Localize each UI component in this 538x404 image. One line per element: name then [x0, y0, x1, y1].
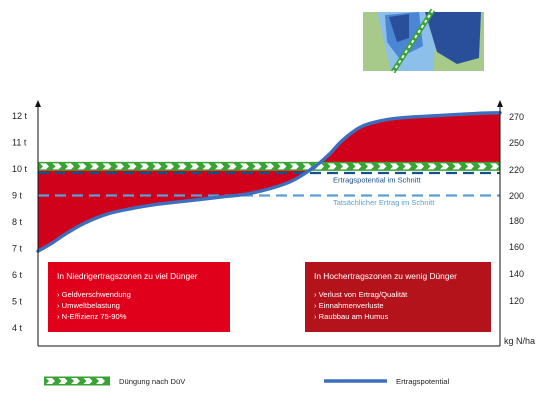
left-axis-arrow	[35, 100, 41, 107]
legend-chevron	[71, 378, 80, 384]
chevron	[190, 163, 199, 170]
chevron	[227, 163, 237, 170]
fertilization-chevrons	[40, 163, 499, 170]
chevron	[52, 163, 62, 170]
right-tick-220: 220	[509, 165, 524, 175]
info-box-item: › Raubbau am Humus	[314, 312, 388, 321]
info-box-item: › N-Effizienz 75-90%	[57, 312, 127, 321]
chevron	[390, 163, 399, 170]
chevron	[340, 163, 349, 170]
chevron	[202, 163, 212, 170]
info-box-item: › Verlust von Ertrag/Qualität	[314, 290, 408, 299]
left-tick-10-t: 10 t	[12, 164, 28, 174]
left-tick-12-t: 12 t	[12, 111, 28, 121]
chevron	[40, 163, 49, 170]
info-box-title: In Hochertragszonen zu wenig Dünger	[314, 271, 457, 281]
left-tick-4-t: 4 t	[12, 323, 23, 333]
legend-chevron	[58, 378, 68, 384]
left-tick-8-t: 8 t	[12, 217, 23, 227]
chevron	[165, 163, 174, 170]
chevron	[277, 163, 287, 170]
right-tick-140: 140	[509, 269, 524, 279]
chevron	[352, 163, 362, 170]
chevron	[240, 163, 249, 170]
plot-area: Ertragspotential im SchnittTatsächlicher…	[36, 111, 502, 253]
chevron	[327, 163, 337, 170]
yield-potential-line	[36, 111, 502, 253]
left-tick-6-t: 6 t	[12, 270, 23, 280]
right-tick-250: 250	[509, 138, 524, 148]
chevron	[77, 163, 87, 170]
chevron	[402, 163, 412, 170]
right-tick-270: 270	[509, 112, 524, 122]
legend-chevron	[96, 378, 105, 384]
field-map-thumbnail	[363, 8, 484, 74]
legend-item-d-ngung-nach-d-v: Düngung nach DüV	[44, 376, 186, 386]
legend-label: Düngung nach DüV	[119, 377, 186, 386]
info-box-item: › Einnahmenverluste	[314, 301, 384, 310]
info-box-1: In Niedrigertragszonen zu viel Dünger › G…	[48, 262, 230, 332]
axes: kg N/ha 4 t 5 t 6 t 7 t 8 t 9 t 10 t 11 t 12 t 12…	[12, 100, 535, 347]
chevron	[377, 163, 387, 170]
chevron	[365, 163, 374, 170]
deviation-area	[38, 112, 500, 252]
right-tick-160: 160	[509, 242, 524, 252]
legend-chevron	[46, 378, 55, 384]
chevron	[90, 163, 99, 170]
chevron	[265, 163, 274, 170]
reference-label-tats-chlicher-ertrag-im-schnitt: Tatsächlicher Ertrag im Schnitt	[333, 198, 435, 207]
left-tick-11-t: 11 t	[12, 138, 27, 148]
chevron	[102, 163, 112, 170]
chevron	[465, 163, 474, 170]
info-box-background	[305, 262, 491, 332]
right-axis-unit: kg N/ha	[504, 336, 535, 346]
left-tick-9-t: 9 t	[12, 191, 23, 201]
chevron	[65, 163, 74, 170]
chevron	[177, 163, 187, 170]
chevron	[490, 163, 499, 170]
legend: Düngung nach DüV Ertragspotential	[44, 376, 449, 386]
left-tick-5-t: 5 t	[12, 297, 23, 307]
chevron	[127, 163, 137, 170]
info-box-item: › Umweltbelastung	[57, 301, 120, 310]
legend-chevron	[83, 378, 93, 384]
thumb-zone-dark	[425, 12, 481, 64]
right-tick-180: 180	[509, 216, 524, 226]
info-box-title: In Niedrigertragszonen zu viel Dünger	[57, 271, 198, 281]
info-boxes: In Niedrigertragszonen zu viel Dünger › G…	[48, 262, 491, 332]
legend-label: Ertragspotential	[396, 377, 449, 386]
legend-item-ertragspotential: Ertragspotential	[324, 377, 449, 386]
chevron	[415, 163, 424, 170]
chevron	[302, 163, 312, 170]
reference-label-ertragspotential-im-schnitt: Ertragspotential im Schnitt	[333, 175, 421, 184]
left-tick-7-t: 7 t	[12, 244, 23, 254]
chevron	[477, 163, 487, 170]
thumb-zone-dark-2	[389, 14, 409, 42]
chevron	[152, 163, 162, 170]
chevron	[440, 163, 449, 170]
chevron	[115, 163, 124, 170]
right-tick-200: 200	[509, 191, 524, 201]
chevron	[215, 163, 224, 170]
info-box-item: › Geldverschwendung	[57, 290, 131, 299]
chevron	[252, 163, 262, 170]
info-box-background	[48, 262, 230, 332]
chevron	[140, 163, 149, 170]
right-tick-120: 120	[509, 296, 524, 306]
thumb-track-dash	[392, 9, 434, 73]
chevron	[427, 163, 437, 170]
chevron	[452, 163, 462, 170]
right-axis-arrow	[497, 100, 503, 107]
chevron	[290, 163, 299, 170]
info-box-2: In Hochertragszonen zu wenig Dünger › Ver…	[305, 262, 491, 332]
